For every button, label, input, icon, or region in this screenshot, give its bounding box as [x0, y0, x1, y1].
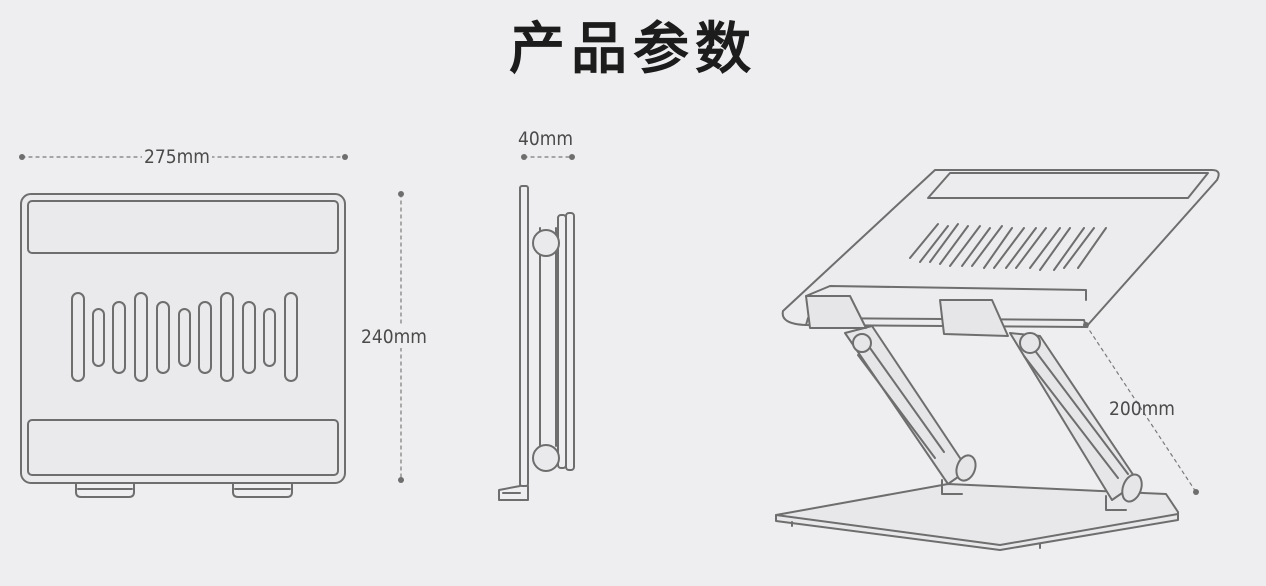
front-feet — [75, 482, 293, 498]
width-label: 275mm — [142, 146, 212, 168]
page-title: 产品参数 — [509, 17, 757, 82]
front-view — [20, 193, 346, 498]
thickness-label: 40mm — [516, 128, 576, 150]
arm-length-dimension-line — [1083, 322, 1199, 495]
arm-length-label: 200mm — [1109, 398, 1175, 420]
thickness-dimension-line — [521, 154, 575, 160]
tray-vent-slots — [909, 223, 1107, 271]
top-pad — [27, 200, 339, 254]
bottom-pad — [27, 419, 339, 476]
height-label: 240mm — [359, 326, 429, 348]
side-view — [498, 185, 575, 501]
vent-slots — [71, 292, 298, 382]
perspective-view — [775, 169, 1220, 551]
